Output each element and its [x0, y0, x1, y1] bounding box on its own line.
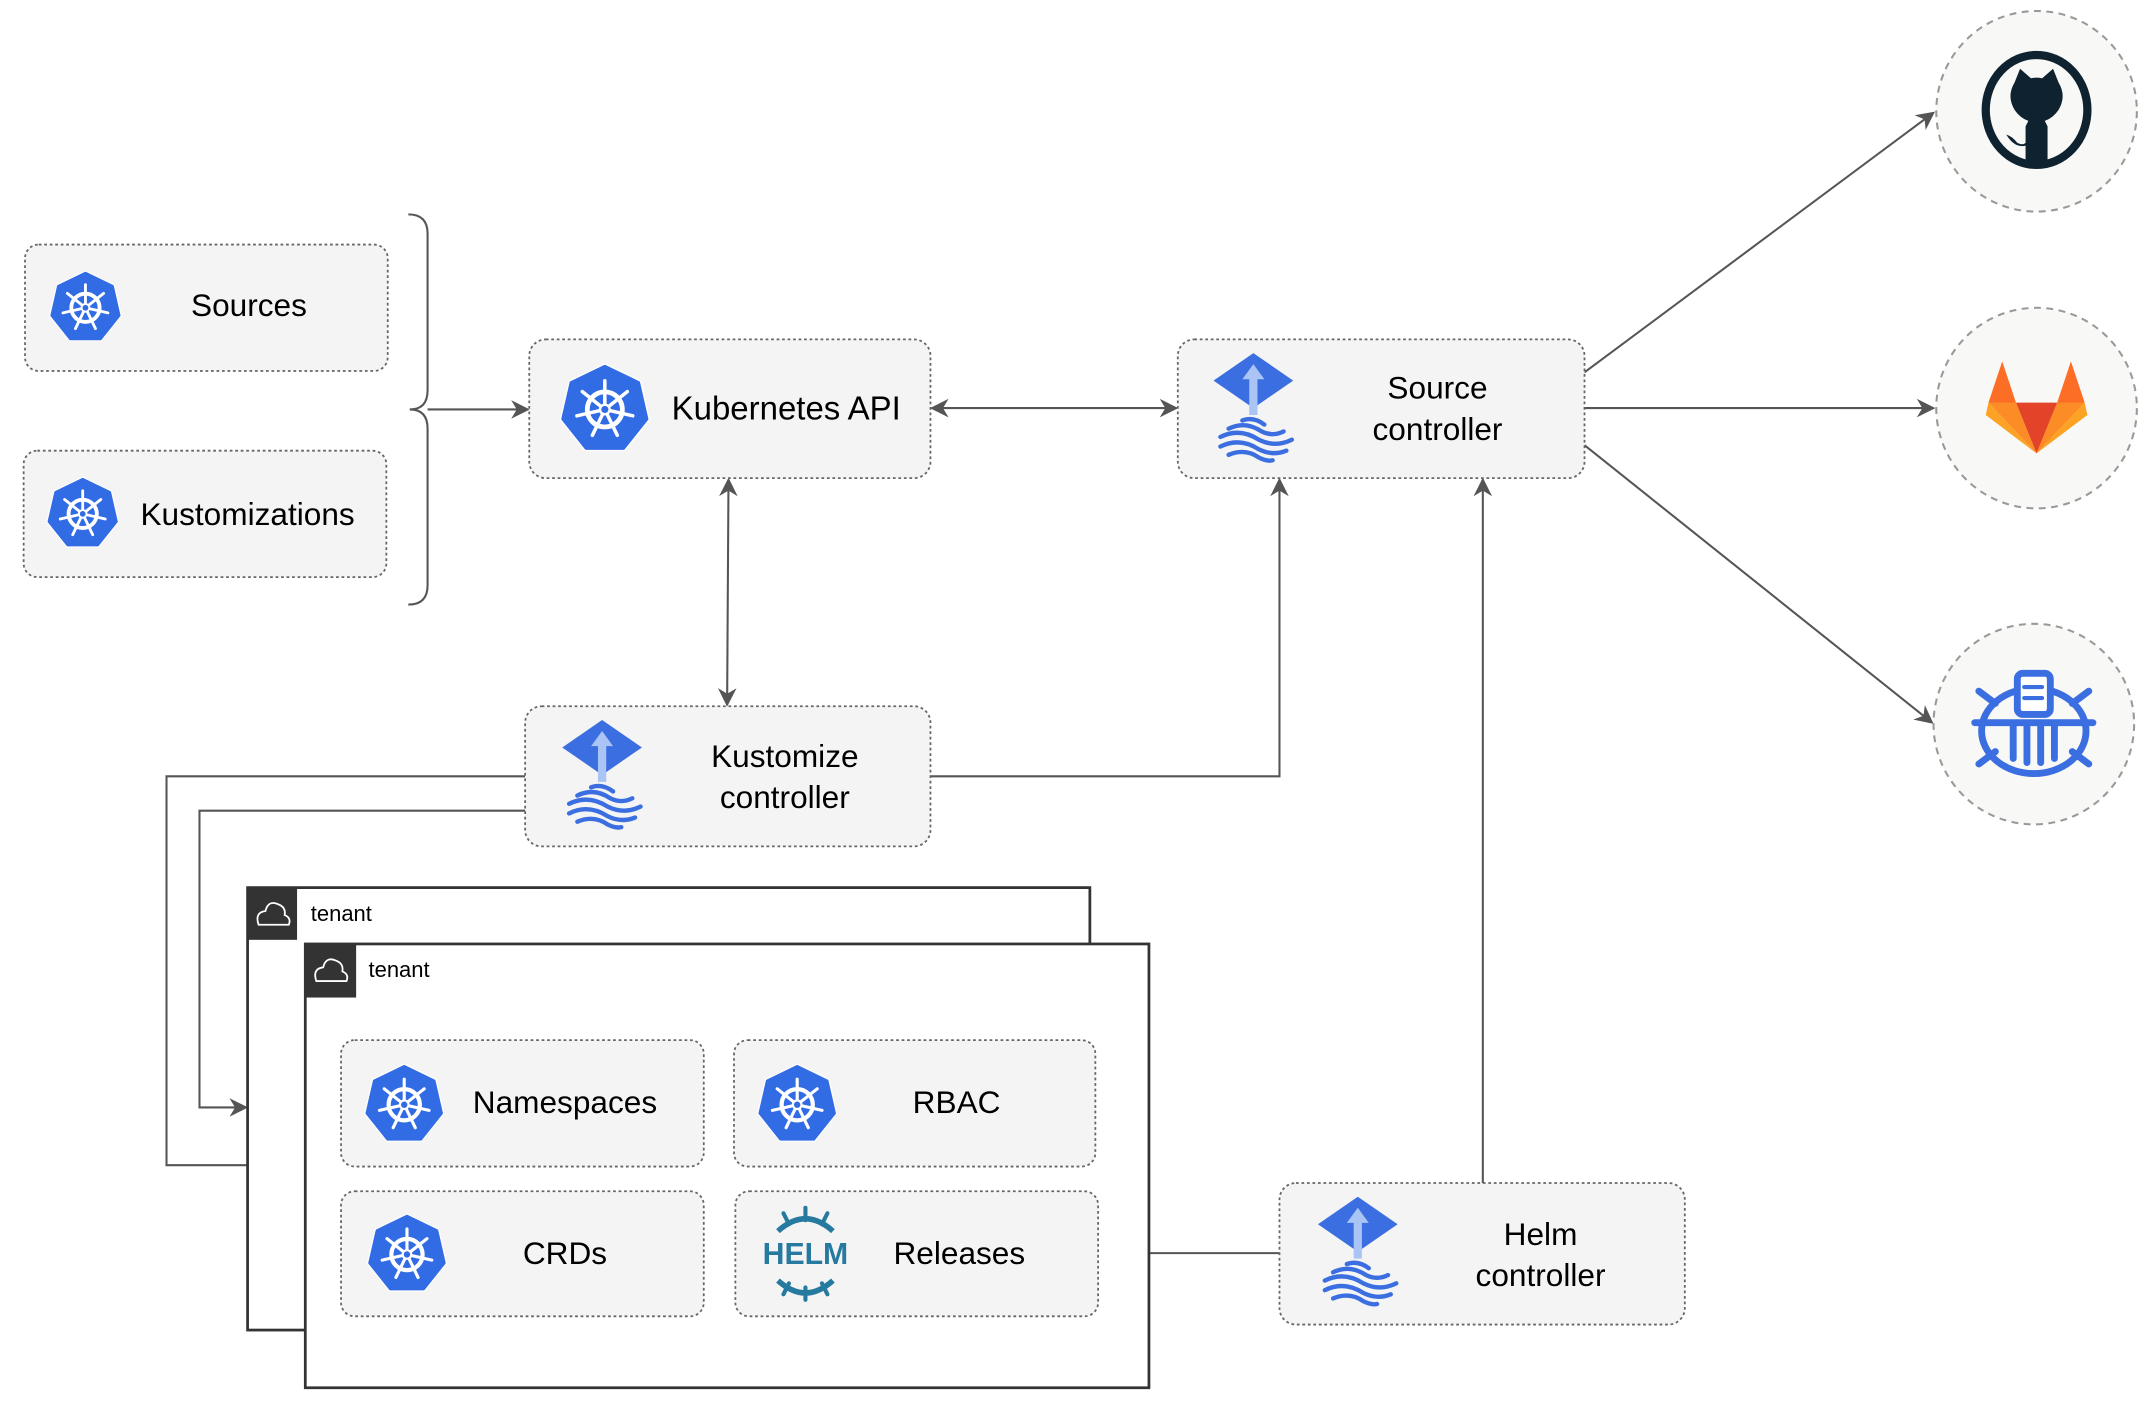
bucket-node[interactable] — [1932, 622, 2136, 826]
helm-controller-node[interactable]: Helm controller — [1278, 1182, 1686, 1326]
edge-kustomize-to-tenant-front — [165, 775, 526, 1175]
sources-label: Sources — [191, 287, 307, 323]
github-node[interactable] — [1935, 9, 2138, 213]
source-controller-label-1: Source — [1387, 370, 1487, 406]
source-controller-label-2: controller — [1373, 411, 1503, 447]
cloud-icon — [314, 958, 349, 982]
namespaces-label: Namespaces — [473, 1084, 657, 1120]
kustomize-controller-node[interactable]: Kustomize controller — [524, 705, 932, 848]
helm-logo-text: HELM — [763, 1238, 849, 1271]
kustomizations-node[interactable]: Kustomizations — [22, 449, 388, 578]
helm-icon: HELM — [763, 1205, 849, 1302]
edge-source-to-bucket — [1583, 444, 1934, 724]
helm-controller-label-1: Helm — [1504, 1216, 1578, 1252]
crds-label: CRDs — [523, 1235, 607, 1271]
rbac-label: RBAC — [913, 1084, 1001, 1120]
gitlab-node[interactable] — [1935, 306, 2138, 510]
edge-kustomize-to-source-controller — [930, 477, 1289, 778]
kustomize-controller-label-2: controller — [720, 779, 850, 815]
kustomize-controller-label-1: Kustomize — [711, 738, 858, 774]
github-icon — [1981, 50, 2092, 170]
kubernetes-api-node[interactable]: Kubernetes API — [528, 338, 932, 480]
rbac-node[interactable]: RBAC — [733, 1039, 1097, 1168]
crds-node[interactable]: CRDs — [340, 1190, 705, 1318]
tenant-label: tenant — [369, 957, 430, 982]
edge-kustomize-to-tenant-back — [198, 809, 526, 1117]
source-controller-node[interactable]: Source controller — [1176, 338, 1586, 480]
edge-source-to-github — [1583, 111, 1936, 374]
tenant-label: tenant — [311, 901, 372, 926]
edge-kubernetes-api-kustomize-controller — [717, 477, 738, 707]
brace — [408, 213, 429, 606]
gitlab-icon — [1985, 361, 2088, 454]
bucket-icon — [1971, 669, 2097, 778]
namespaces-node[interactable]: Namespaces — [340, 1039, 705, 1168]
kustomizations-label: Kustomizations — [140, 496, 354, 532]
edges — [165, 111, 1936, 1263]
releases-label: Releases — [893, 1235, 1025, 1271]
sources-node[interactable]: Sources — [24, 243, 389, 372]
cloud-icon — [256, 902, 291, 926]
tenant-front[interactable]: tenant Namespaces RBAC CRDs HELM — [303, 942, 1151, 1390]
helm-controller-label-2: controller — [1476, 1257, 1606, 1293]
kubernetes-api-label: Kubernetes API — [672, 390, 901, 427]
releases-node[interactable]: HELM Releases — [734, 1190, 1099, 1318]
